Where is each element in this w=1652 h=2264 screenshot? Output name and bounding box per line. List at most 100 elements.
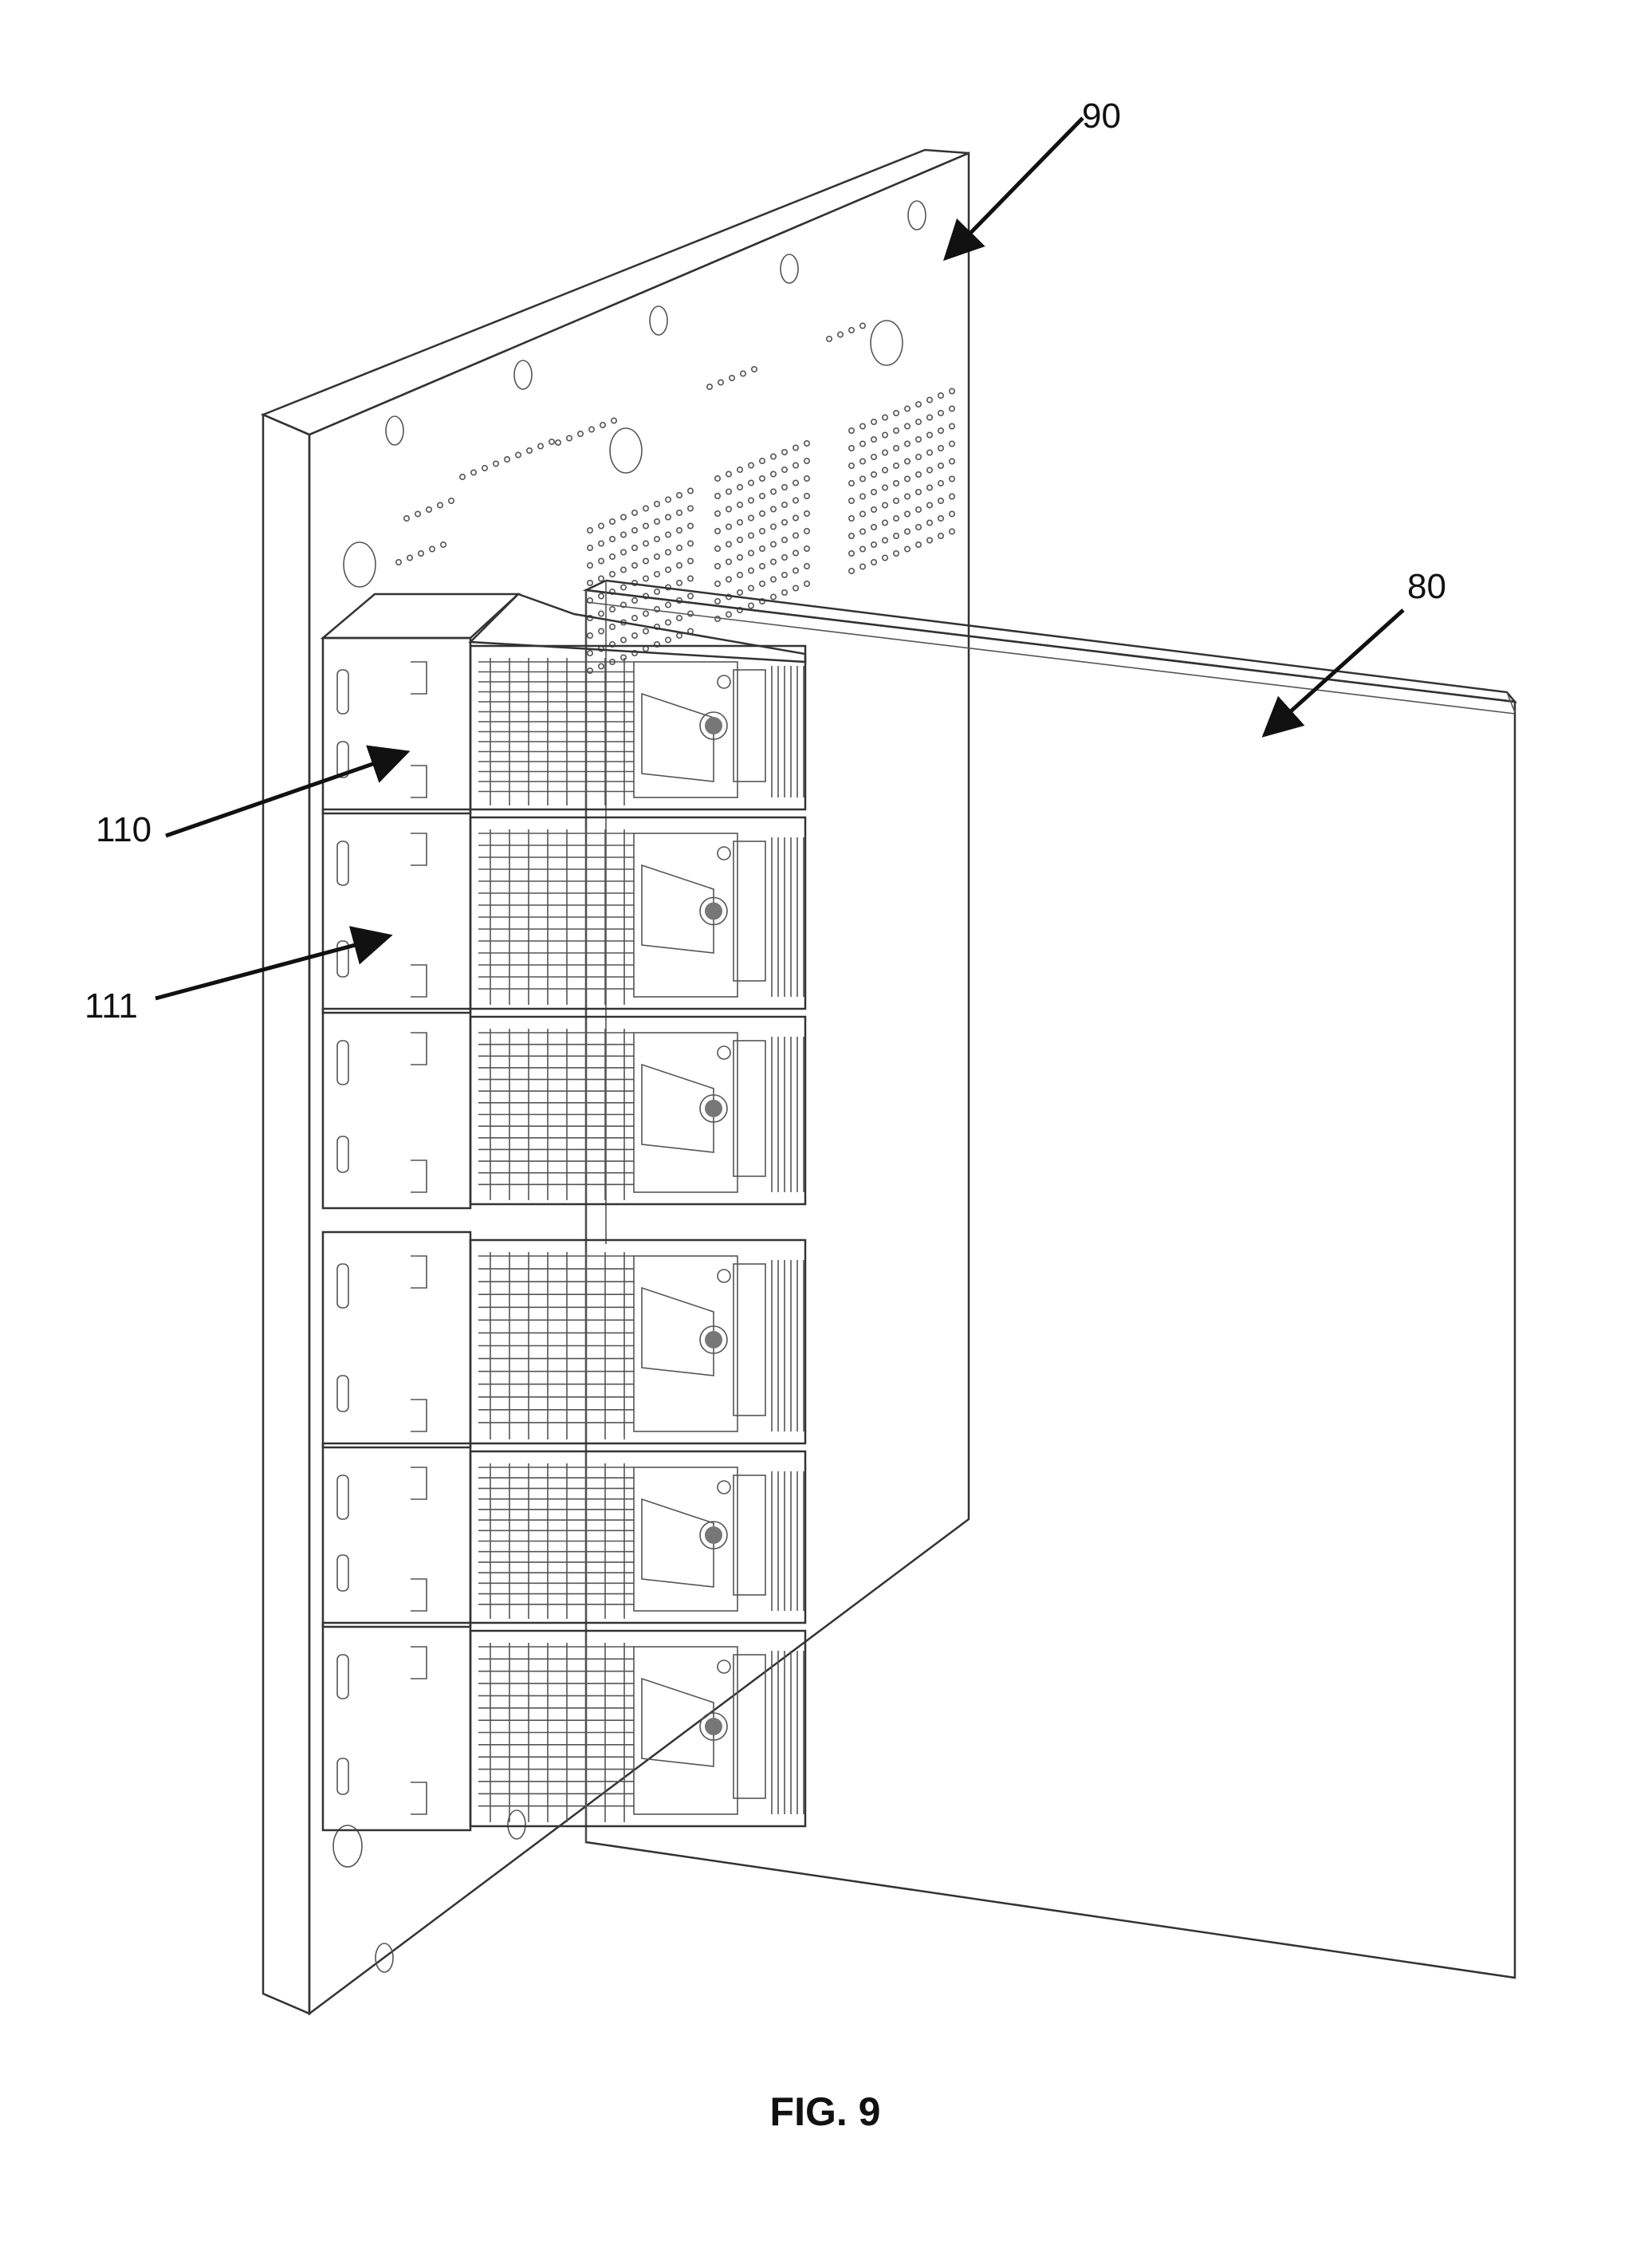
- connector-pin-dot: [565, 435, 572, 442]
- connector-pin-dot: [675, 509, 682, 516]
- connector-pin-dot: [458, 473, 466, 480]
- connector-pin-dot: [747, 585, 754, 592]
- connector-pin-dot: [470, 469, 477, 476]
- connector-pin-dot: [781, 571, 788, 578]
- connector-pin-dot: [653, 570, 660, 577]
- connector-pin-dot: [938, 392, 945, 399]
- connector-pin-dot: [781, 553, 788, 561]
- connector-pin-dot: [736, 518, 743, 526]
- connector-pin-dot: [882, 449, 889, 456]
- connector-pin-dot: [586, 667, 593, 674]
- connector-pin-dot: [586, 632, 593, 639]
- connector-pin-dot: [747, 549, 754, 557]
- connector-pin-dot: [686, 610, 694, 617]
- connector-pin-dot: [882, 502, 889, 509]
- connector-pin-dot: [406, 554, 413, 561]
- connector-pin-dot: [938, 427, 945, 434]
- connector-pin-dot: [758, 474, 765, 482]
- plug-module: [321, 1230, 807, 1449]
- connector-pin-dot: [859, 528, 867, 535]
- connector-pin-dot: [926, 484, 934, 491]
- connector-pin-dot: [871, 506, 878, 513]
- connector-pin-dot: [653, 605, 660, 612]
- connector-pin-dot: [664, 619, 671, 626]
- connector-pin-dot: [739, 370, 746, 377]
- connector-pin-dot: [664, 601, 671, 608]
- connector-pin-dot: [664, 566, 671, 573]
- connector-pin-dot: [620, 566, 627, 573]
- connector-pin-dot: [859, 458, 867, 465]
- leader-80: [1261, 608, 1405, 738]
- connector-pin-dot: [447, 497, 454, 504]
- connector-pin-dot: [747, 462, 754, 469]
- connector-pin-dot: [826, 335, 833, 342]
- plug-module: [321, 1007, 807, 1210]
- connector-pin-dot: [859, 493, 867, 500]
- plug-module: [321, 808, 807, 1014]
- connector-pin-dot: [871, 541, 878, 548]
- connector-pin-dot: [725, 488, 732, 495]
- connector-pin-dot: [769, 576, 777, 583]
- connector-pin-dot: [414, 510, 421, 518]
- connector-pin-dot: [758, 492, 765, 499]
- backplane-panel: [260, 148, 970, 2016]
- connector-pin-dot: [769, 506, 777, 513]
- connector-pin-dot: [949, 440, 956, 447]
- connector-pin-dot: [736, 553, 743, 561]
- connector-pin-dot: [548, 438, 555, 445]
- connector-pin-dot: [769, 471, 777, 478]
- connector-pin-dot: [597, 663, 604, 670]
- connector-pin-dot: [882, 431, 889, 439]
- connector-pin-dot: [792, 567, 799, 574]
- connector-pin-dot: [803, 562, 810, 569]
- connector-pin-dot: [882, 537, 889, 544]
- connector-pin-dot: [758, 457, 765, 464]
- connector-pin-dot: [938, 497, 945, 504]
- connector-pin-dot: [848, 444, 856, 451]
- connector-pin-dot: [675, 544, 682, 551]
- connector-pin-dot: [608, 553, 616, 560]
- connector-pin-dot: [747, 567, 754, 574]
- connector-pin-dot: [769, 523, 777, 530]
- connector-pin-dot: [608, 570, 616, 577]
- plug-module: [321, 1442, 807, 1628]
- connector-pin-dot: [859, 440, 867, 447]
- connector-pin-dot: [525, 447, 533, 454]
- connector-pin-dot: [586, 579, 593, 586]
- panel-mounting-holes: [332, 200, 926, 1973]
- connector-pin-dot: [781, 483, 788, 490]
- connector-pin-dot: [803, 510, 810, 517]
- connector-pin-dot: [859, 475, 867, 482]
- connector-pin-dot: [904, 545, 911, 553]
- connector-pin-dot: [871, 523, 878, 530]
- connector-pin-dot: [620, 514, 627, 521]
- connector-pin-dot: [395, 558, 402, 565]
- connector-pin-dot: [597, 557, 604, 565]
- connector-pin-dot: [769, 558, 777, 565]
- connector-pin-dot: [597, 522, 604, 530]
- connector-pin-dot: [599, 421, 606, 428]
- connector-pin-dot: [893, 479, 900, 486]
- connector-pin-dot: [714, 474, 721, 482]
- connector-pin-dot: [848, 462, 856, 469]
- connector-pin-dot: [938, 514, 945, 522]
- connector-pin-dot: [642, 610, 649, 617]
- connector-pin-dot: [871, 558, 878, 565]
- connector-pin-dot: [915, 488, 922, 495]
- connector-pin-dot: [631, 632, 638, 639]
- leader-90: [943, 116, 1084, 262]
- connector-pin-dot: [792, 585, 799, 592]
- connector-pin-dot: [882, 414, 889, 421]
- connector-pin-dot: [725, 471, 732, 478]
- connector-pin-dot: [926, 396, 934, 404]
- figure-caption: FIG. 9: [770, 2089, 881, 2134]
- connector-pin-dot: [620, 601, 627, 608]
- connector-pin-dot: [736, 571, 743, 578]
- connector-pin-dot: [706, 383, 713, 390]
- connector-pin-dot: [859, 423, 867, 430]
- connector-pin-dot: [893, 409, 900, 416]
- connector-pin-dot: [926, 519, 934, 526]
- connector-pin-dot: [792, 462, 799, 469]
- connector-pin-dot: [803, 474, 810, 482]
- connector-pin-dot: [792, 479, 799, 486]
